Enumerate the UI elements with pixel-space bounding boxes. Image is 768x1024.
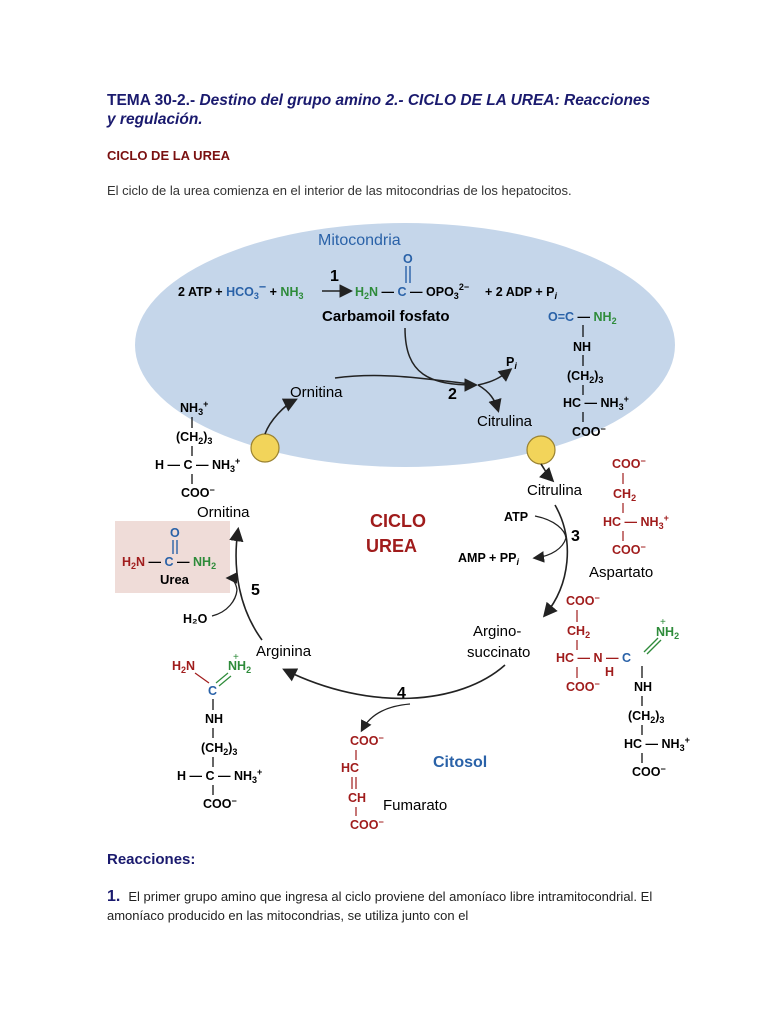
svg-text:+: +: [233, 652, 239, 663]
svg-text:COO−: COO−: [572, 424, 606, 439]
svg-text:NH2: NH2: [228, 659, 251, 675]
intro-paragraph: El ciclo de la urea comienza en el inter…: [107, 183, 572, 198]
svg-text:(CH2)3: (CH2)3: [628, 709, 664, 725]
reaction-1-paragraph: 1.El primer grupo amino que ingresa al c…: [107, 887, 667, 925]
svg-text:NH: NH: [634, 680, 652, 694]
citrulline-transporter: [526, 435, 556, 465]
eq1-reactants: 2 ATP + HCO3− + NH3: [178, 280, 304, 301]
svg-text:NH3+: NH3+: [180, 399, 208, 417]
urea-box: [115, 521, 230, 593]
reactions-heading: Reacciones:: [107, 851, 196, 868]
svg-text:COO−: COO−: [203, 796, 237, 811]
amp-label: AMP + PPi: [458, 551, 519, 567]
svg-text:(CH2)3: (CH2)3: [567, 369, 603, 385]
urea-label: Urea: [160, 572, 190, 587]
svg-text:COO−: COO−: [612, 456, 646, 471]
svg-text:NH2: NH2: [656, 625, 679, 641]
svg-text:HC — NH3+: HC — NH3+: [624, 735, 690, 753]
citrulline-mito-label: Citrulina: [477, 413, 533, 430]
section-heading: CICLO DE LA UREA: [107, 148, 231, 163]
svg-text:O: O: [170, 526, 180, 540]
svg-text:(CH2)3: (CH2)3: [201, 741, 237, 757]
svg-text:CH2: CH2: [613, 487, 636, 503]
citrulline-cyto-label: Citrulina: [527, 482, 583, 499]
cycle-label-line2: UREA: [366, 536, 417, 556]
argininosuccinate-structure: COO− CH2 HC — N — C H COO− NH2 + NH (CH2…: [556, 593, 690, 779]
ornithine-structure: NH3+ (CH2)3 H — C — NH3+ COO−: [155, 399, 240, 500]
svg-text:HC — N — C: HC — N — C: [556, 651, 631, 665]
step-2-number: 2: [448, 386, 457, 403]
svg-text:HC: HC: [341, 761, 359, 775]
atp-label: ATP: [504, 510, 528, 524]
title-text: Destino del grupo amino 2.- CICLO DE LA …: [199, 92, 651, 109]
aspartate-structure: COO− CH2 HC — NH3+ COO−: [603, 456, 669, 557]
carbamoyl-phosphate-label: Carbamoil fosfato: [322, 308, 450, 325]
pi-label-mito: Pi: [506, 355, 517, 371]
step-3-number: 3: [571, 528, 580, 545]
eq1-products: + 2 ADP + Pi: [485, 285, 557, 301]
svg-text:HC — NH3+: HC — NH3+: [603, 513, 669, 531]
arginine-label: Arginina: [256, 643, 312, 660]
svg-text:HC — NH3+: HC — NH3+: [563, 394, 629, 412]
svg-text:H — C — NH3+: H — C — NH3+: [177, 767, 262, 785]
fumarate-structure: COO− HC CH COO− Fumarato: [341, 733, 447, 832]
svg-text:COO−: COO−: [632, 764, 666, 779]
carbamoyl-structure: H2N — C — OPO32−: [355, 282, 469, 301]
svg-text:COO−: COO−: [181, 485, 215, 500]
step-4-number: 4: [397, 685, 406, 702]
svg-text:COO−: COO−: [350, 817, 384, 832]
carbonyl-o: O: [403, 252, 413, 266]
argininosuccinate-label-line2: succinato: [467, 644, 530, 661]
ornithine-cyto-label: Ornitina: [197, 504, 250, 521]
svg-text:NH: NH: [573, 340, 591, 354]
svg-text:+: +: [660, 617, 666, 628]
svg-text:COO−: COO−: [566, 593, 600, 608]
svg-text:C: C: [208, 684, 217, 698]
page-title: TEMA 30-2.- Destino del grupo amino 2.- …: [107, 91, 687, 129]
title-number: TEMA 30-2.-: [107, 92, 196, 109]
arginine-structure: H2N + NH2 C NH (CH2)3 H — C — NH3+ COO−: [172, 652, 262, 811]
svg-text:CH2: CH2: [567, 624, 590, 640]
svg-text:O=C — NH2: O=C — NH2: [548, 310, 617, 326]
svg-text:NH: NH: [205, 712, 223, 726]
urea-structure: O H2N — C — NH2 Urea: [122, 526, 216, 587]
svg-text:COO−: COO−: [566, 679, 600, 694]
mitochondria-label: Mitocondria: [318, 232, 401, 249]
water-label: H₂O: [183, 612, 208, 626]
mitochondrion-compartment: [135, 223, 675, 467]
svg-text:CH: CH: [348, 791, 366, 805]
svg-text:(CH2)3: (CH2)3: [176, 430, 212, 446]
svg-text:H: H: [605, 665, 614, 679]
ornithine-transporter: [250, 433, 280, 463]
title-text-line2: y regulación.: [107, 111, 203, 128]
svg-text:H — C — NH3+: H — C — NH3+: [155, 456, 240, 474]
svg-text:COO−: COO−: [350, 733, 384, 748]
ornithine-mito-label: Ornitina: [290, 384, 343, 401]
cycle-label-line1: CICLO: [370, 511, 426, 531]
svg-text:H2N — C — NH2: H2N — C — NH2: [122, 555, 216, 571]
step-1-number: 1: [330, 268, 339, 285]
cytosol-label: Citosol: [433, 754, 487, 771]
step-5-number: 5: [251, 582, 260, 599]
svg-text:COO−: COO−: [612, 542, 646, 557]
reaction-1-number: 1.: [107, 888, 121, 905]
argininosuccinate-label-line1: Argino-: [473, 623, 521, 640]
aspartate-label: Aspartato: [589, 564, 653, 581]
citrulline-structure: O=C — NH2 NH (CH2)3 HC — NH3+ COO−: [548, 310, 629, 439]
svg-text:H2N: H2N: [172, 659, 195, 675]
fumarate-label: Fumarato: [383, 797, 447, 814]
reaction-1-text: El primer grupo amino que ingresa al cic…: [107, 889, 653, 923]
